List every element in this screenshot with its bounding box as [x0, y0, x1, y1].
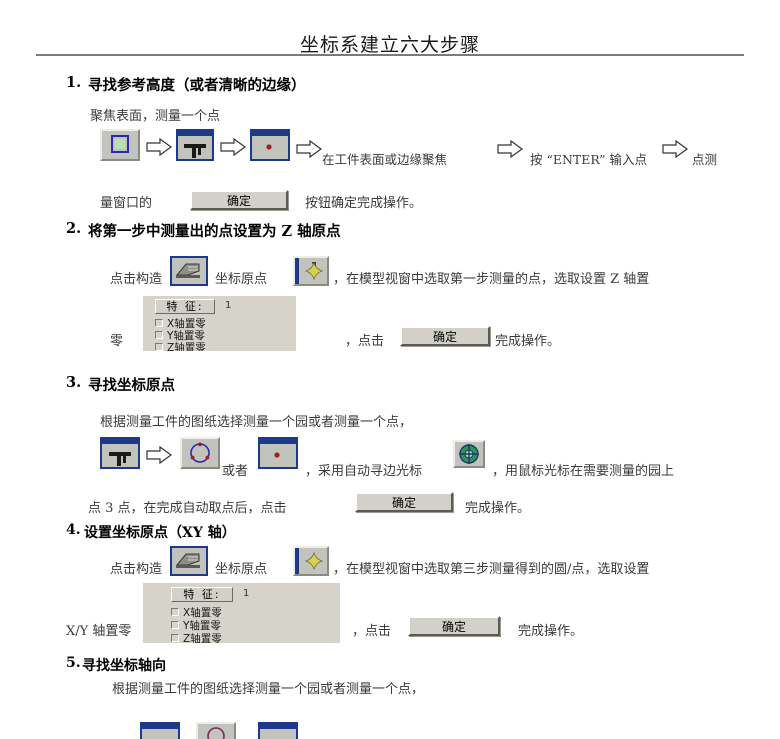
- checkbox-label: Z轴置零: [183, 633, 222, 643]
- arrow-icon-4: [497, 140, 523, 158]
- feature-value: 1: [225, 300, 232, 311]
- checkbox-label: Y轴置零: [167, 330, 205, 342]
- step-2-number: 2.: [66, 220, 82, 237]
- probe-tool-icon[interactable]: [100, 437, 140, 469]
- step-1-line2-b: 按钮确定完成操作。: [305, 196, 423, 211]
- step-5-number: 5.: [66, 655, 81, 671]
- axis-zero-panel-step2[interactable]: 特 征: 1 X轴置零 Y轴置零 Z轴置零: [143, 296, 296, 351]
- checkbox-y-zero[interactable]: Y轴置零: [171, 618, 221, 633]
- ok-button-step3[interactable]: 确定: [355, 492, 453, 512]
- arrow-icon-2: [220, 138, 246, 156]
- focus-square-icon[interactable]: [100, 129, 140, 161]
- arrow-icon-5: [662, 140, 688, 158]
- step-3-text-c: 点 3 点，在完成自动取点后，点击: [88, 501, 287, 516]
- checkbox-label: Y轴置零: [183, 620, 221, 632]
- ok-button-step4[interactable]: 确定: [408, 616, 500, 636]
- probe-tool-icon[interactable]: [176, 129, 214, 161]
- checkbox-y-zero[interactable]: Y轴置零: [155, 328, 205, 343]
- checkbox-x-zero[interactable]: X轴置零: [155, 316, 206, 331]
- axis-zero-panel-step4[interactable]: 特 征: 1 X轴置零 Y轴置零 Z轴置零: [143, 583, 340, 643]
- feature-button[interactable]: 特 征:: [155, 299, 215, 314]
- title-divider: [36, 54, 744, 56]
- checkbox-box[interactable]: [155, 331, 163, 339]
- icon-side-strip: [295, 548, 299, 574]
- arrow-icon-1: [146, 138, 172, 156]
- checkbox-label: Z轴置零: [167, 342, 206, 351]
- step-3-text-d: 完成操作。: [465, 501, 531, 516]
- page-title: 坐标系建立六大步骤: [299, 34, 480, 56]
- step-3-line1: 根据测量工件的图纸选择测量一个园或者测量一个点，: [100, 415, 413, 430]
- checkbox-label: X轴置零: [167, 318, 206, 330]
- arrow-icon-3: [296, 140, 322, 158]
- checkbox-box[interactable]: [171, 621, 179, 629]
- icon-title-strip: [260, 724, 296, 729]
- step-3-text-b: ，用鼠标光标在需要测量的园上: [492, 464, 675, 479]
- step-3-text-a: ，采用自动寻边光标: [305, 464, 423, 479]
- step-4-text-a: 点击构造: [110, 562, 163, 577]
- point-measure-icon[interactable]: [258, 437, 298, 469]
- circle-measure-icon[interactable]: [196, 722, 236, 739]
- auto-edge-cursor-icon[interactable]: [453, 440, 485, 468]
- step-5-line1: 根据测量工件的图纸选择测量一个园或者测量一个点，: [112, 682, 425, 697]
- checkbox-z-zero[interactable]: Z轴置零: [155, 340, 206, 351]
- checkbox-box[interactable]: [155, 319, 163, 327]
- icon-title-strip: [102, 439, 138, 444]
- step-4-text-e: ，点击: [352, 624, 392, 639]
- icon-title-strip: [252, 131, 288, 136]
- step-3-text-or: 或者: [222, 464, 249, 479]
- construct-icon[interactable]: [170, 546, 208, 576]
- icon-title-strip: [260, 439, 296, 444]
- step-1-number: 1.: [66, 74, 82, 91]
- point-measure-icon[interactable]: [258, 722, 298, 739]
- ok-button-step2[interactable]: 确定: [400, 326, 490, 346]
- step-1-heading: 寻找参考高度（或者清晰的边缘）: [88, 77, 306, 94]
- checkbox-box[interactable]: [171, 608, 179, 616]
- step-2-text-e: ，点击: [345, 334, 385, 349]
- step-3-heading: 寻找坐标原点: [88, 377, 175, 394]
- step-4-text-b: 坐标原点: [215, 562, 268, 577]
- probe-tool-icon[interactable]: [140, 722, 180, 739]
- icon-title-strip: [178, 131, 212, 136]
- step-2-text-b: 坐标原点: [215, 272, 268, 287]
- construct-icon[interactable]: [170, 256, 208, 286]
- step-1-line2-a: 量窗口的: [100, 196, 153, 211]
- feature-button[interactable]: 特 征:: [171, 587, 233, 602]
- checkbox-label: X轴置零: [183, 607, 222, 619]
- step-1-flow-text-2: 按 “ENTER” 输入点: [530, 152, 647, 167]
- step-2-text-d: 零: [110, 334, 124, 349]
- step-2-text-c: ，在模型视窗中选取第一步测量的点，选取设置 Z 轴置: [333, 272, 650, 287]
- step-1-flow-text-1: 在工件表面或边缘聚焦: [322, 152, 448, 167]
- coordinate-origin-icon[interactable]: [293, 256, 329, 286]
- coordinate-origin-icon[interactable]: [293, 546, 329, 576]
- step-4-text-f: 完成操作。: [518, 624, 584, 639]
- point-measure-icon[interactable]: [250, 129, 290, 161]
- checkbox-x-zero[interactable]: X轴置零: [171, 605, 222, 620]
- checkbox-box[interactable]: [171, 634, 179, 642]
- checkbox-z-zero[interactable]: Z轴置零: [171, 631, 222, 643]
- step-4-number: 4.: [66, 522, 81, 538]
- step-2-heading: 将第一步中测量出的点设置为 Z 轴原点: [88, 223, 341, 240]
- ok-button-step1[interactable]: 确定: [190, 190, 288, 210]
- arrow-icon-6: [146, 446, 172, 464]
- step-2-text-f: 完成操作。: [495, 334, 561, 349]
- circle-measure-icon[interactable]: [180, 437, 220, 469]
- step-1-line1: 聚焦表面，测量一个点: [90, 109, 221, 124]
- step-4-heading: 设置坐标原点（XY 轴）: [84, 525, 236, 541]
- icon-side-strip: [295, 258, 299, 284]
- step-4-text-d: X/Y 轴置零: [66, 624, 132, 639]
- step-3-number: 3.: [66, 374, 82, 391]
- icon-title-strip: [142, 724, 178, 729]
- step-5-heading: 寻找坐标轴向: [82, 658, 166, 674]
- step-4-text-c: ，在模型视窗中选取第三步测量得到的圆/点，选取设置: [333, 562, 650, 577]
- checkbox-box[interactable]: [155, 343, 163, 351]
- feature-value: 1: [243, 588, 250, 599]
- step-2-text-a: 点击构造: [110, 272, 163, 287]
- step-1-flow-text-3: 点测: [692, 152, 718, 167]
